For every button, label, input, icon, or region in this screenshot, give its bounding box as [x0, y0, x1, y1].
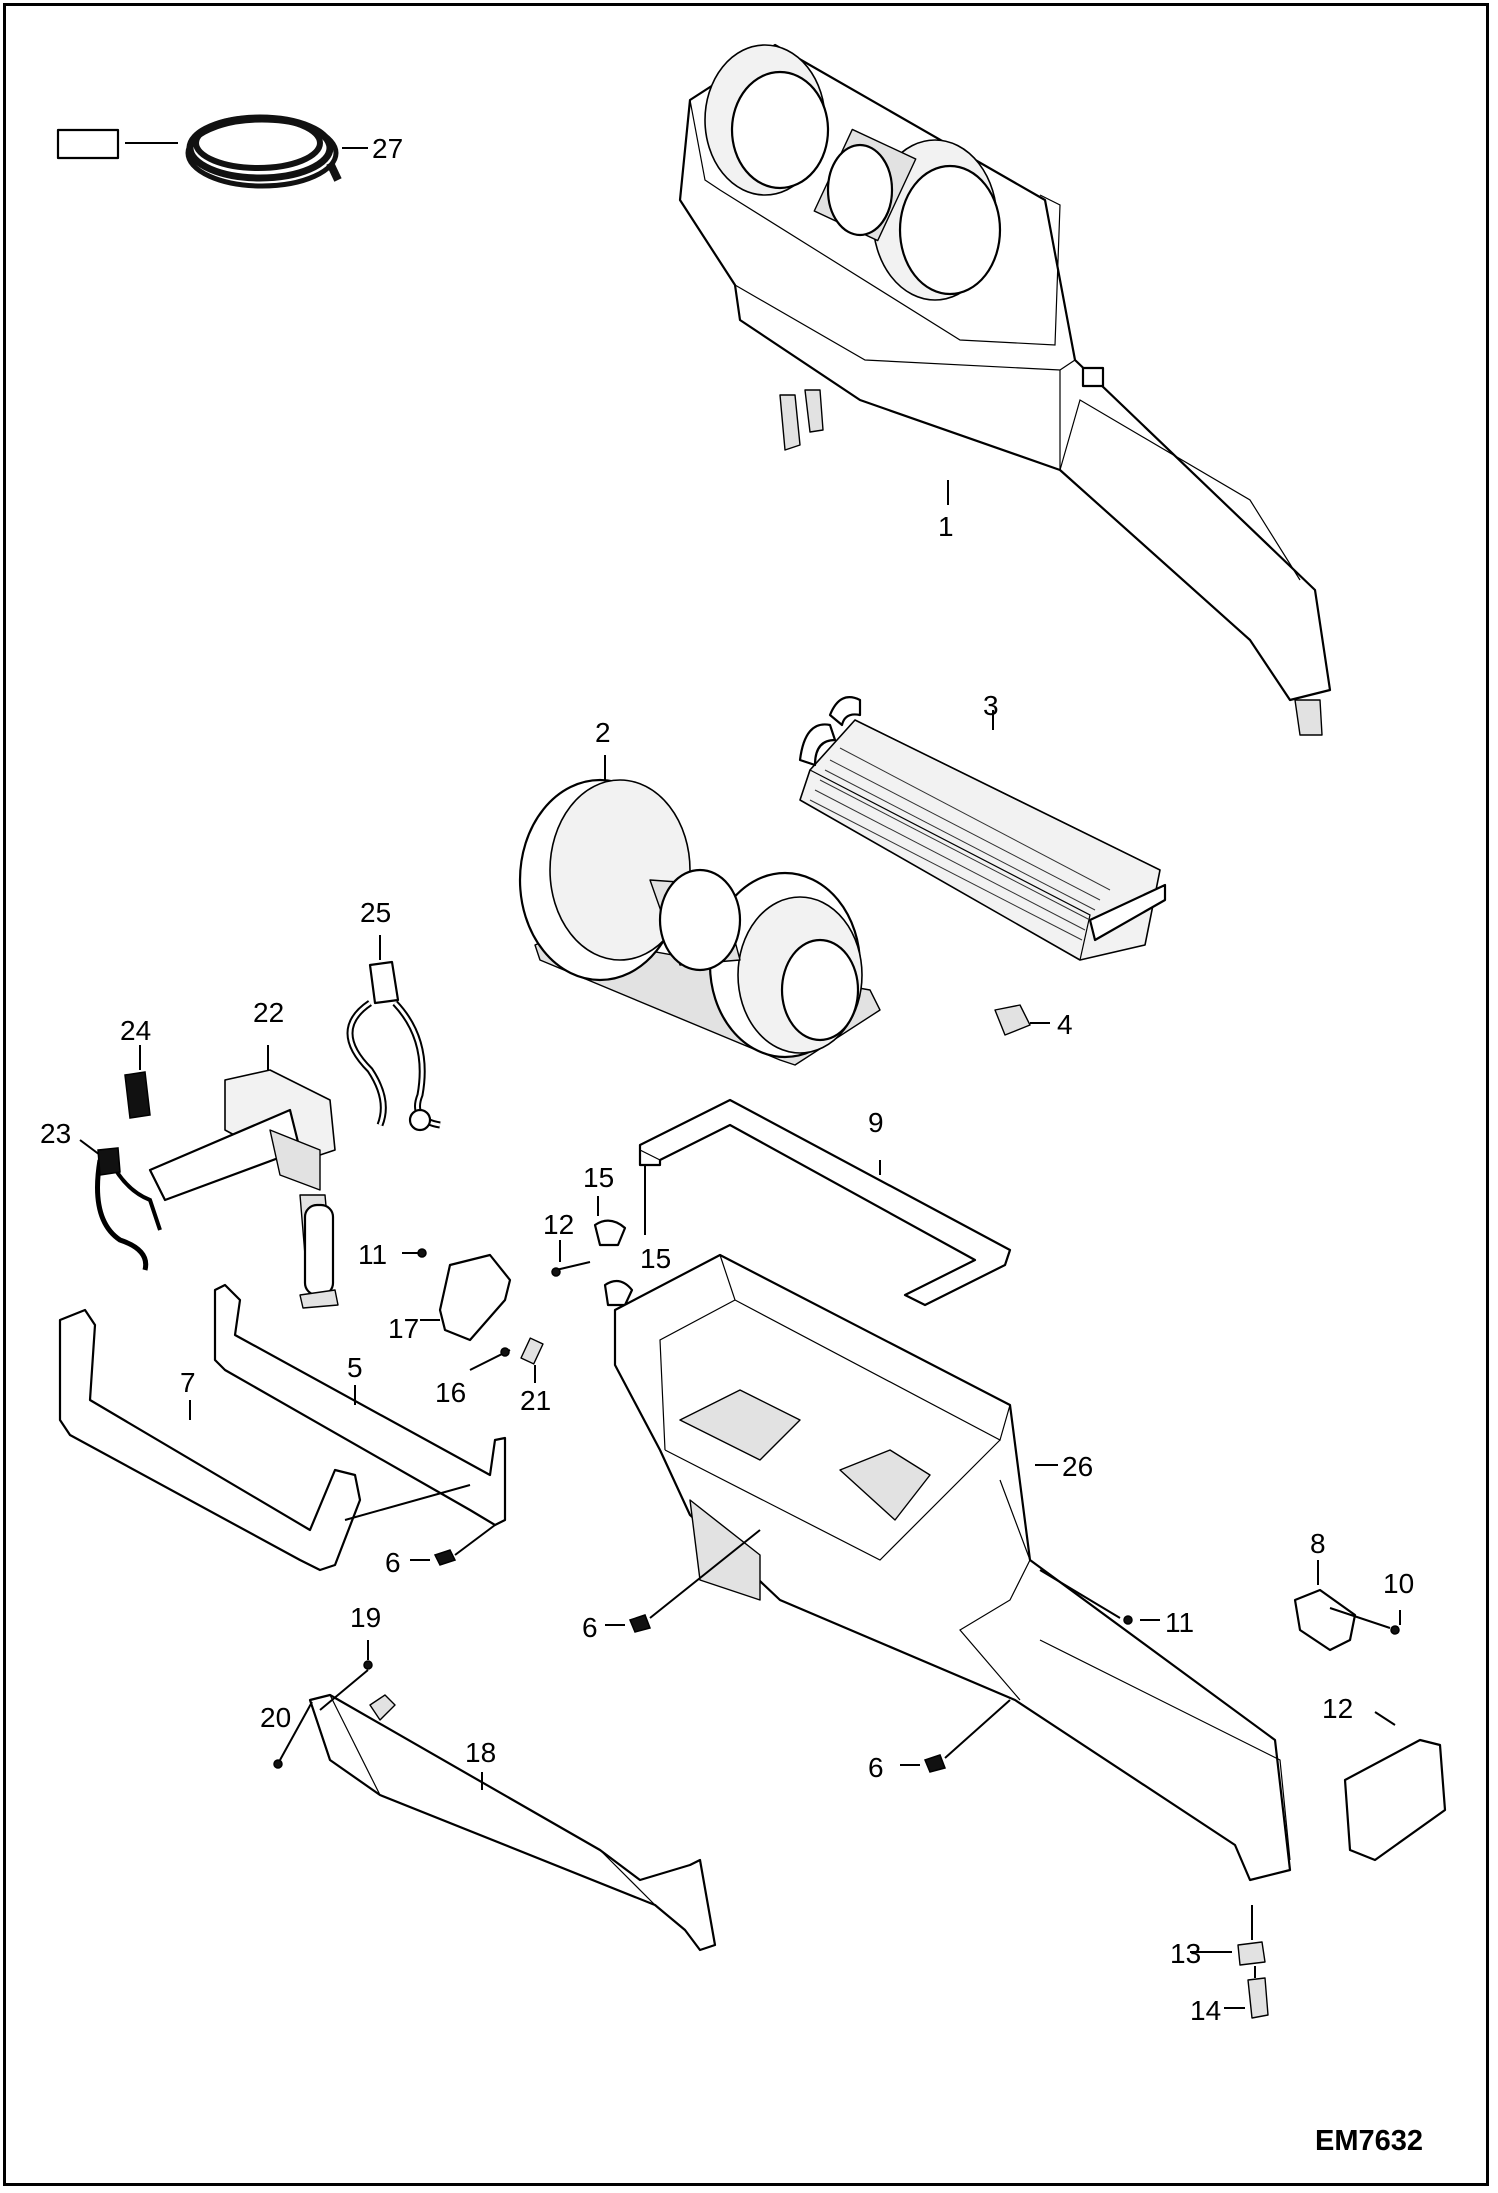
callout-1: 1 — [938, 511, 954, 542]
callout-27: 27 — [372, 133, 403, 164]
part-12-plate — [1343, 1711, 1447, 1862]
part-11-screw — [1039, 1569, 1160, 1625]
callout-11a: 11 — [358, 1239, 387, 1270]
callout-14: 14 — [1190, 1995, 1221, 2026]
part-27-hose-coil — [56, 114, 368, 189]
part-26-lower-housing — [613, 1253, 1292, 1882]
part-6-clips — [410, 1524, 1011, 1773]
part-25-wire-harness — [346, 935, 441, 1132]
callout-6c: 6 — [868, 1752, 884, 1783]
callout-7: 7 — [180, 1367, 196, 1398]
callout-21: 21 — [520, 1385, 551, 1416]
callout-23: 23 — [40, 1118, 71, 1149]
part-5-bracket — [213, 1283, 507, 1527]
drawing-code: EM7632 — [1315, 2125, 1423, 2157]
part-18-cover-panel — [273, 1640, 717, 1952]
callout-labels: 27 1 2 3 4 25 22 24 23 9 15 12 15 11 17 … — [40, 133, 1423, 2157]
callout-6b: 6 — [582, 1612, 598, 1643]
callout-26: 26 — [1062, 1451, 1093, 1482]
small-hardware-group — [402, 1196, 634, 1383]
callout-20: 20 — [260, 1702, 291, 1733]
callout-4: 4 — [1057, 1009, 1073, 1040]
callout-18: 18 — [465, 1737, 496, 1768]
callout-22: 22 — [253, 997, 284, 1028]
callout-19: 19 — [350, 1602, 381, 1633]
callout-16: 16 — [435, 1377, 466, 1408]
part-8-plate — [1293, 1560, 1401, 1652]
part-7-foam-strip — [58, 1308, 471, 1572]
callout-6a: 6 — [385, 1547, 401, 1578]
callout-12b: 12 — [1322, 1693, 1353, 1724]
callout-24: 24 — [120, 1015, 151, 1046]
callout-10: 10 — [1383, 1568, 1414, 1599]
callout-15b: 15 — [640, 1243, 671, 1274]
callout-13: 13 — [1170, 1938, 1201, 1969]
part-1-upper-housing — [678, 43, 1332, 736]
callout-25: 25 — [360, 897, 391, 928]
part-2-blower-motor — [518, 755, 881, 1066]
callout-17: 17 — [388, 1313, 419, 1344]
callout-15a: 15 — [583, 1162, 614, 1193]
callout-12a: 12 — [543, 1209, 574, 1240]
part-9-foam-seal — [638, 1098, 1012, 1307]
part-4-block — [994, 1004, 1050, 1036]
part-13-14-drain — [1190, 1905, 1269, 2019]
part-3-heater-core — [798, 696, 1167, 961]
callout-2: 2 — [595, 717, 611, 748]
callout-5: 5 — [347, 1352, 363, 1383]
callout-9: 9 — [868, 1107, 884, 1138]
callout-8: 8 — [1310, 1528, 1326, 1559]
callout-11b: 11 — [1165, 1607, 1194, 1638]
callout-3: 3 — [983, 690, 999, 721]
part-22-valve-bracket — [79, 1045, 339, 1309]
